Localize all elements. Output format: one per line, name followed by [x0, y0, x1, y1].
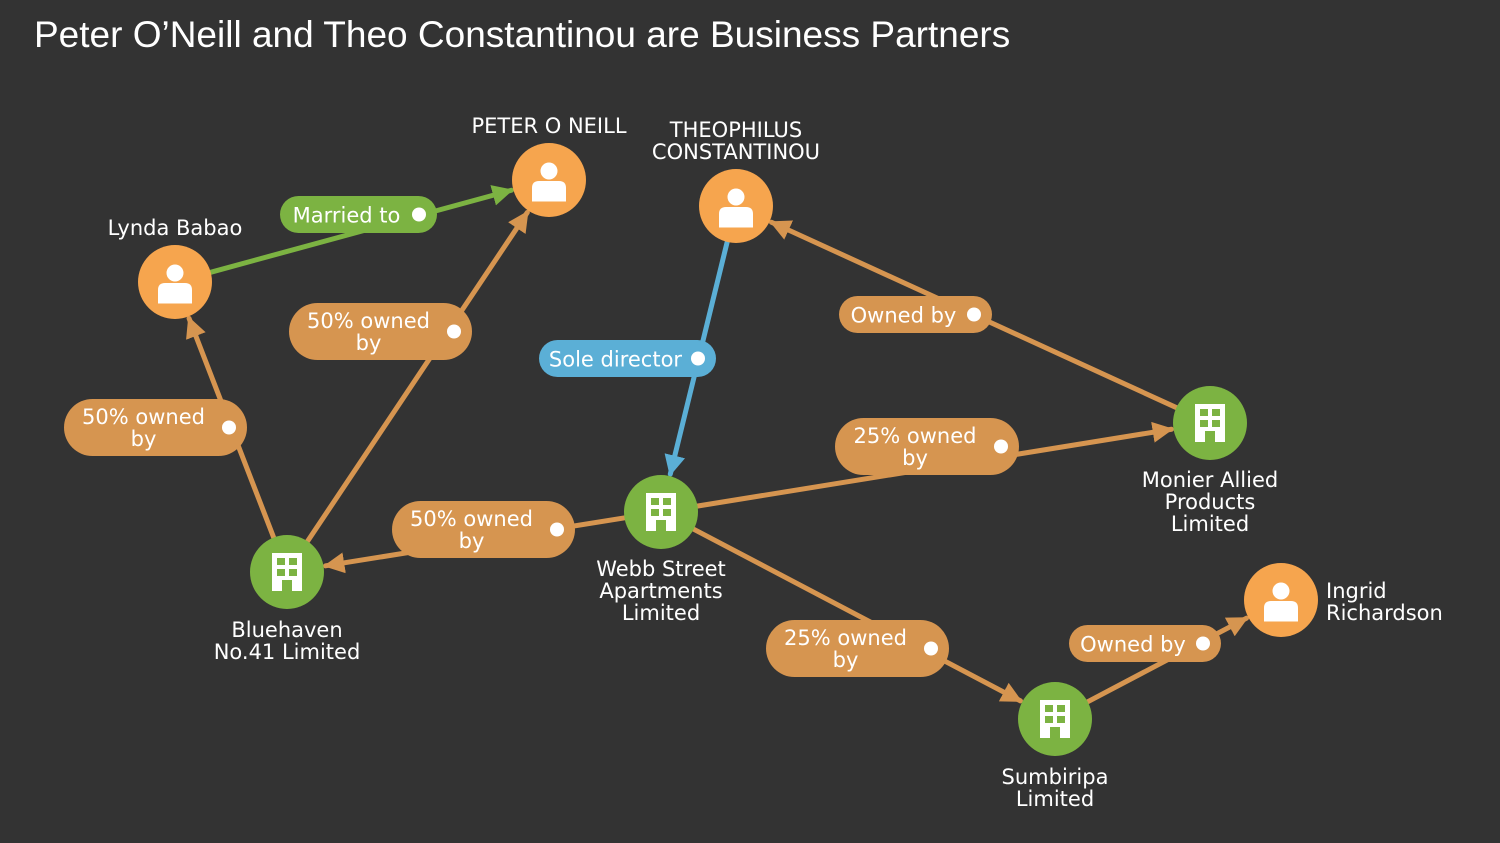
edge-label-pill	[289, 303, 472, 360]
node-sumbiripa[interactable]	[1018, 682, 1092, 756]
edge-label-dot	[924, 641, 938, 656]
edge-label-pill	[280, 196, 437, 233]
edge-label-text: by	[459, 529, 485, 553]
edge-label-dot	[412, 207, 426, 222]
edge-label-text: by	[833, 648, 859, 672]
node-ingrid[interactable]	[1244, 563, 1318, 637]
edge-bluehaven-to-peter	[303, 209, 530, 546]
node-circle	[512, 143, 586, 217]
edge-webb-to-sumbiripa	[689, 525, 1023, 704]
edge-label-pill	[64, 399, 247, 456]
node-label-text: Limited	[622, 601, 700, 625]
node-label-text: Sumbiripa	[1002, 765, 1109, 789]
edge-label-pill	[766, 620, 949, 677]
node-label-text: Ingrid	[1326, 579, 1387, 603]
edge-label-pill	[539, 340, 716, 377]
node-theo[interactable]	[699, 169, 773, 243]
person-icon	[158, 264, 192, 304]
node-label-text: No.41 Limited	[214, 640, 361, 664]
edge-label-text: Sole director	[549, 348, 682, 372]
edge-label-text: 50% owned	[307, 309, 430, 333]
edge-label-pill	[835, 418, 1019, 475]
building-icon	[646, 493, 676, 531]
node-bluehaven[interactable]	[250, 535, 324, 609]
edge-label-text: by	[902, 446, 928, 470]
edge-label-text: 25% owned	[784, 626, 907, 650]
edge-label-pill	[1069, 625, 1221, 662]
edge-label-sumbiripa-to-ingrid[interactable]: Owned by	[1069, 625, 1221, 662]
edge-label-dot	[1196, 636, 1210, 651]
edge-label-text: 25% owned	[854, 424, 977, 448]
edge-label-lynda-to-peter[interactable]: Married to	[280, 196, 437, 233]
edge-label-text: by	[356, 331, 382, 355]
edge-label-dot	[447, 324, 461, 339]
node-label-text: CONSTANTINOU	[652, 140, 820, 164]
node-circle	[138, 245, 212, 319]
edge-label-dot	[550, 522, 564, 537]
edge-label-text: 50% owned	[410, 507, 533, 531]
node-peter[interactable]	[512, 143, 586, 217]
node-label-lynda: Lynda Babao	[108, 216, 243, 240]
edge-label-dot	[967, 307, 981, 322]
node-label-text: Lynda Babao	[108, 216, 243, 240]
building-icon	[1040, 700, 1070, 738]
node-webb[interactable]	[624, 475, 698, 549]
edge-label-pill	[839, 296, 992, 333]
edge-label-monier-to-theo[interactable]: Owned by	[839, 296, 992, 333]
node-circle	[1244, 563, 1318, 637]
building-icon	[272, 553, 302, 591]
node-label-text: Richardson	[1326, 601, 1443, 625]
node-label-peter: PETER O NEILL	[471, 114, 626, 138]
node-label-text: Apartments	[599, 579, 722, 603]
node-label-text: Monier Allied	[1142, 468, 1278, 492]
edge-label-text: Owned by	[1080, 633, 1186, 657]
node-label-text: THEOPHILUS	[669, 118, 802, 142]
node-label-text: Limited	[1171, 512, 1249, 536]
node-label-text: Products	[1165, 490, 1256, 514]
nodes-layer	[138, 143, 1318, 756]
building-icon	[1195, 404, 1225, 442]
edge-label-text: Owned by	[851, 304, 957, 328]
node-lynda[interactable]	[138, 245, 212, 319]
edge-label-text: 50% owned	[82, 405, 205, 429]
node-circle	[699, 169, 773, 243]
person-icon	[719, 188, 753, 228]
edge-label-text: by	[131, 427, 157, 451]
node-label-text: Limited	[1016, 787, 1094, 811]
person-icon	[532, 162, 566, 202]
edge-label-dot	[222, 420, 236, 435]
node-label-text: Bluehaven	[231, 618, 342, 642]
page-title: Peter O’Neill and Theo Constantinou are …	[34, 14, 1011, 55]
node-label-text: Webb Street	[596, 557, 726, 581]
edge-label-pill	[392, 501, 575, 558]
edge-label-text: Married to	[293, 204, 401, 228]
edge-label-dot	[691, 351, 705, 366]
person-icon	[1264, 582, 1298, 622]
edge-label-dot	[994, 439, 1008, 454]
node-label-text: PETER O NEILL	[471, 114, 626, 138]
node-monier[interactable]	[1173, 386, 1247, 460]
edge-label-theo-to-webb[interactable]: Sole director	[539, 340, 716, 377]
